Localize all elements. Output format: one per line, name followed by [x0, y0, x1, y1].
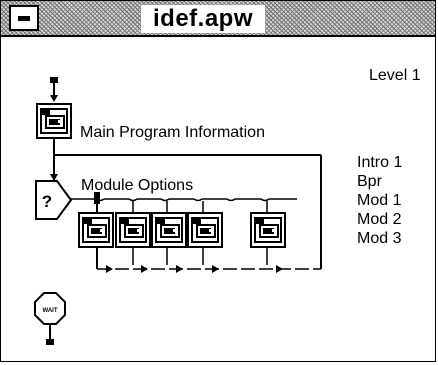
- wait-stop-icon[interactable]: WAIT: [34, 292, 66, 325]
- list-item: Mod 1: [357, 192, 402, 209]
- module-options-label: Module Options: [81, 177, 194, 194]
- level-label: Level 1: [369, 67, 421, 84]
- module-box[interactable]: [151, 212, 187, 248]
- title-bar[interactable]: idef.apw: [1, 1, 435, 37]
- decision-icon[interactable]: ?: [35, 180, 73, 220]
- list-item: Mod 2: [357, 211, 402, 228]
- module-box[interactable]: [115, 212, 151, 248]
- diagram-canvas: ?: [1, 37, 435, 361]
- close-box-icon[interactable]: [9, 5, 39, 31]
- flowchart: ?: [34, 77, 322, 345]
- list-item: Intro 1: [357, 154, 403, 171]
- svg-text:?: ?: [42, 192, 52, 211]
- main-program-box[interactable]: [36, 103, 72, 139]
- main-program-label: Main Program Information: [80, 124, 265, 141]
- list-item: Mod 3: [357, 230, 402, 247]
- window-title: idef.apw: [141, 5, 266, 33]
- module-box[interactable]: [250, 212, 286, 248]
- module-box[interactable]: [78, 212, 114, 248]
- module-box[interactable]: [187, 212, 223, 248]
- svg-text:WAIT: WAIT: [43, 308, 58, 314]
- list-item: Bpr: [357, 173, 382, 190]
- module-list: Intro 1 Bpr Mod 1 Mod 2 Mod 3: [357, 153, 402, 248]
